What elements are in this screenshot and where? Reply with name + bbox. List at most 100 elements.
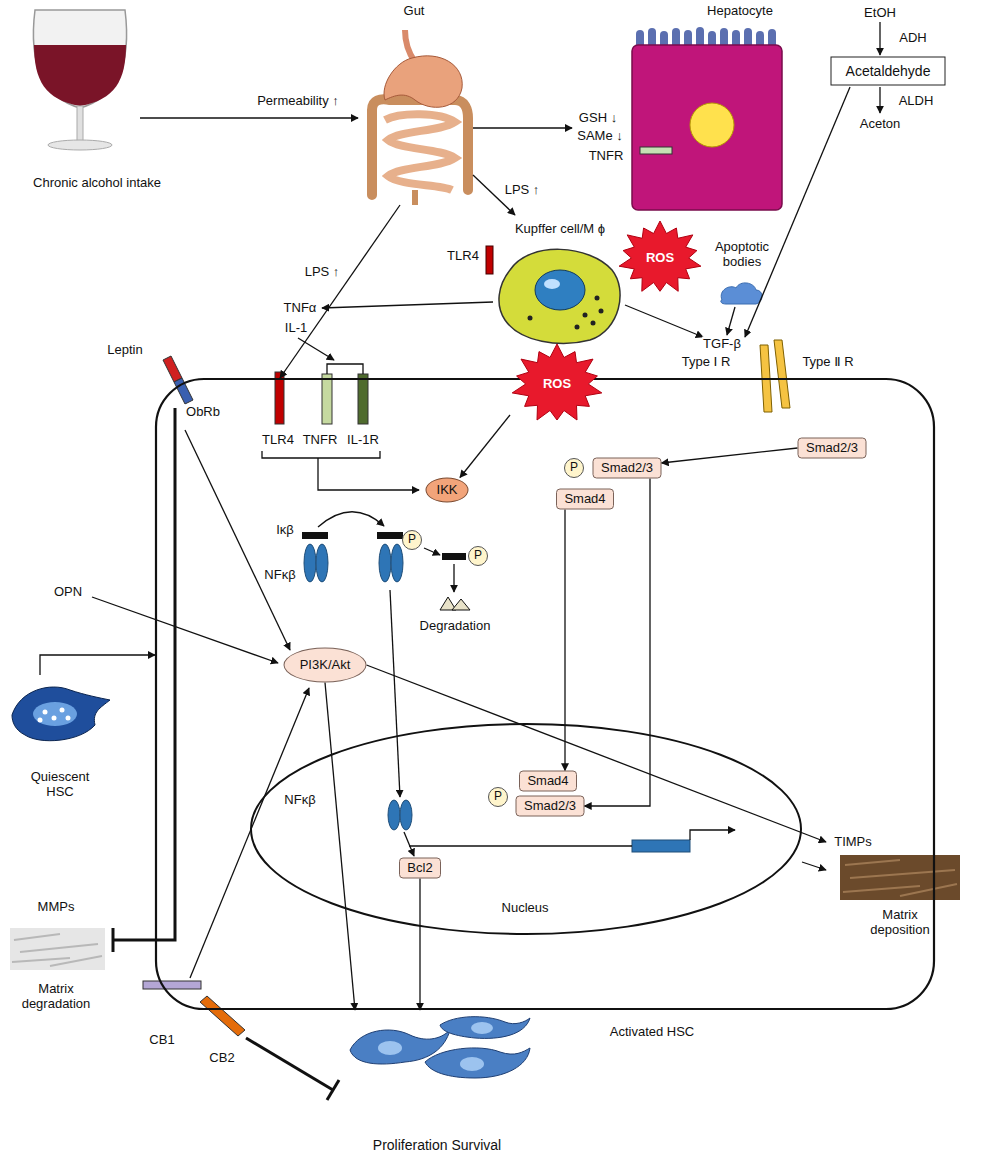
text-label: NFκβ: [263, 568, 296, 583]
node-text: Gut: [404, 4, 425, 19]
matrix-fibre: [12, 934, 102, 966]
text-label: Type Ⅰ R: [681, 355, 732, 370]
cb2-receptor: [200, 996, 245, 1036]
edge-label: LPS ↑: [504, 183, 541, 198]
tnf-receptor: [322, 374, 332, 424]
node-text: Nucleus: [502, 901, 549, 916]
leptin-receptor: [163, 356, 182, 382]
large-intestine: [372, 99, 468, 195]
node-text: Smad4: [527, 774, 568, 789]
ikb-bar: [377, 532, 403, 539]
gut-figure: Gut: [358, 25, 473, 205]
text-label: TNFR: [302, 433, 339, 448]
pathway-connector: [419, 879, 420, 1011]
pathway-connector: [140, 117, 358, 118]
protein-box: Smad4: [519, 771, 577, 792]
node-text: Matrix degradation: [14, 982, 99, 1012]
arrow: [318, 458, 419, 490]
lipid-region: [33, 702, 77, 726]
text-label: Leptin: [106, 343, 143, 358]
node-text: P: [408, 533, 416, 547]
pathway-connector: [367, 665, 827, 842]
red-wine: [34, 45, 126, 106]
protein-box: Smad2/3: [593, 458, 662, 479]
node-outline: [155, 378, 935, 1010]
phosphate-circle: P: [564, 458, 584, 478]
text-label: IL-1: [284, 321, 308, 336]
degraded-fragment: [452, 599, 470, 610]
text-label: TLR4: [446, 249, 480, 264]
cell-nucleus: [471, 1022, 493, 1034]
text-label: CB2: [208, 1051, 235, 1066]
nfkb-subunit: [400, 800, 412, 830]
edge-label: Permeability ↑: [256, 94, 340, 109]
arrow: [318, 512, 384, 527]
arrow: [453, 564, 454, 592]
node-text: Activated HSC: [610, 1025, 695, 1040]
kupffer-cell: Kupffer cell/M ϕ: [493, 215, 625, 345]
arrow: [298, 338, 334, 360]
phosphate-circle: P: [402, 530, 422, 550]
tgf-receptor: [774, 340, 790, 408]
proliferation-figure: Proliferation Survival: [340, 1010, 535, 1088]
text-label: Iκβ: [275, 523, 295, 538]
node-text: Chronic alcohol intake: [33, 176, 161, 191]
arrow: [185, 430, 290, 650]
kupffer-cell-body: [499, 249, 620, 343]
node-text: PI3K/Akt: [300, 658, 351, 673]
node-text: Bcl2: [407, 861, 432, 876]
activated-hsc-cell: Activated HSCIKKPI3K/AktSmad2/3Smad2/3Sm…: [155, 378, 935, 1010]
matrix-fibre: [843, 860, 957, 896]
arrow: [322, 302, 493, 308]
cell-membrane: [156, 379, 934, 1009]
inhibition-bar: [112, 928, 115, 952]
pathway-connector: [662, 448, 798, 463]
arrow: [190, 688, 309, 978]
lipid-droplet: [38, 718, 43, 723]
text-label: Aceton: [859, 117, 901, 132]
node-text: Quiescent HSC: [20, 770, 100, 800]
transcription-line: [409, 845, 632, 846]
node-text: Apoptotic bodies: [705, 240, 779, 270]
phosphate-circle: P: [468, 546, 488, 566]
receptor-bracket: [327, 364, 363, 374]
pathway-connector: [325, 683, 355, 1011]
granule: [575, 325, 580, 330]
text-label: NFκβ: [283, 793, 316, 808]
text-label: SAMe ↓: [576, 129, 624, 144]
glass-stem: [77, 106, 83, 142]
node-text: MMPs: [38, 900, 75, 915]
apoptotic-cloud: [721, 283, 762, 304]
tlr4-receptor: [486, 246, 493, 274]
nuclear-envelope: [251, 724, 801, 934]
protein-box: Smad2/3: [798, 438, 867, 459]
matrix-deposition: TIMPsMatrix deposition: [826, 830, 963, 902]
node-text: Proliferation Survival: [373, 1137, 501, 1153]
text-label: EtOH: [863, 6, 897, 21]
arrow: [390, 590, 400, 797]
lipid-droplet: [60, 708, 65, 713]
node-text: Hepatocyte: [707, 4, 773, 19]
hepatocyte-body: [632, 45, 782, 210]
nucleus-highlight: [544, 279, 560, 289]
ikb-bar: [302, 532, 328, 539]
lipid-droplet: [66, 716, 71, 721]
lipid-droplet: [52, 716, 57, 721]
protein-box: Smad2/3: [516, 796, 585, 817]
kinase-ellipse: IKK: [426, 478, 469, 503]
arrow: [727, 307, 735, 335]
text-label: TNFα: [283, 301, 318, 316]
text-label: IL-1R: [346, 433, 380, 448]
arrow: [424, 548, 440, 555]
quiescent-cell: [12, 687, 110, 741]
tnf-receptor: [640, 147, 672, 154]
ros-burst: ROS: [617, 220, 703, 296]
node-text: Smad2/3: [524, 799, 576, 814]
granule: [595, 296, 600, 301]
ros-star: [512, 344, 602, 420]
node-text: Acetaldehyde: [846, 63, 931, 79]
granule: [599, 309, 604, 314]
